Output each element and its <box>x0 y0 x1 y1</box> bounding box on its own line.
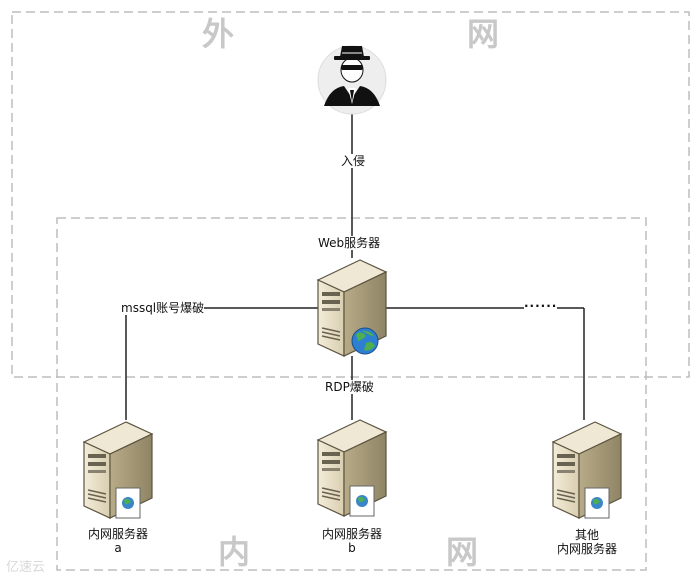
web-server-icon <box>317 259 387 357</box>
server-other-icon <box>552 421 622 519</box>
server-b-icon <box>317 419 387 517</box>
outer-net-label-1: 外 <box>202 15 235 53</box>
server-other-label: 其他 内网服务器 <box>557 528 617 556</box>
server-a-label: 内网服务器 a <box>88 527 148 555</box>
server-other-label-line2: 内网服务器 <box>556 542 618 556</box>
rdp-label: RDP爆破 <box>325 380 374 394</box>
server-other-label-line1: 其他 <box>574 528 600 542</box>
web-server-label: Web服务器 <box>318 236 381 250</box>
inner-net-label-2: 网 <box>446 533 479 571</box>
hacker-icon <box>317 45 387 115</box>
server-a-label-line2: a <box>114 541 122 555</box>
server-a-icon <box>83 421 153 519</box>
server-b-label: 内网服务器 b <box>322 527 382 555</box>
outer-net-label-2: 网 <box>467 15 500 53</box>
server-b-label-line2: b <box>348 541 356 555</box>
more-label: ...... <box>524 296 558 310</box>
server-b-label-line1: 内网服务器 <box>321 527 383 541</box>
outer-network-zone <box>11 11 690 378</box>
inner-net-label-1: 内 <box>218 533 251 571</box>
server-a-label-line1: 内网服务器 <box>87 527 149 541</box>
intrude-label: 入侵 <box>341 154 366 168</box>
mssql-label: mssql账号爆破 <box>121 301 205 315</box>
watermark: 亿速云 <box>6 560 46 575</box>
